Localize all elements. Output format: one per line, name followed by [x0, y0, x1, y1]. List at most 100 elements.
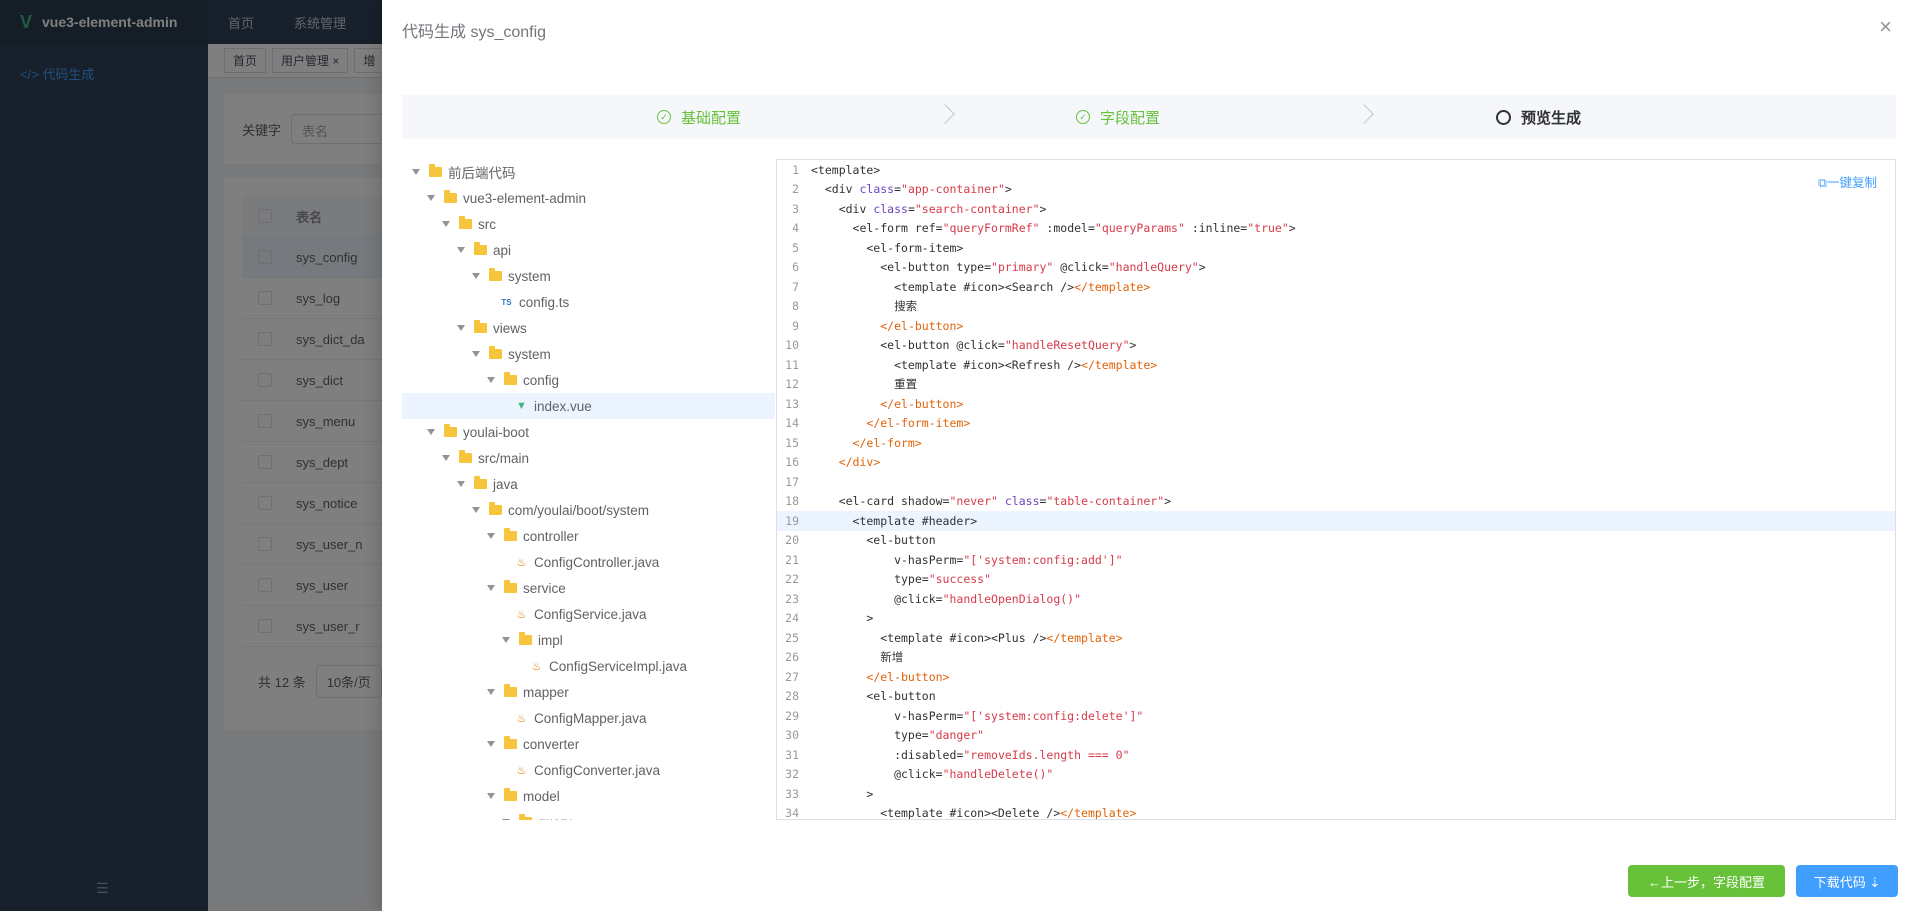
line-number: 17: [785, 474, 799, 489]
circle-icon: [1496, 109, 1511, 125]
tree-node-label: service: [523, 580, 566, 596]
prev-step-button[interactable]: ←上一步，字段配置: [1628, 865, 1785, 897]
caret-down-icon[interactable]: [472, 507, 480, 513]
chevron-right-icon: [935, 104, 955, 124]
line-number: 13: [785, 396, 799, 411]
tree-file[interactable]: ♨ConfigService.java: [402, 601, 775, 627]
code-text: </div>: [838, 455, 881, 470]
caret-down-icon[interactable]: [487, 533, 495, 539]
download-code-button[interactable]: 下载代码 ⇣: [1796, 865, 1898, 897]
line-number: 34: [785, 806, 799, 820]
line-number: 11: [785, 357, 799, 372]
code-preview: ⧉一键复制 1<template>2 <div class="app-conta…: [776, 159, 1896, 820]
java-file-icon: ♨: [516, 764, 527, 777]
folder-icon: [474, 242, 487, 255]
tree-node-label: ConfigConverter.java: [534, 762, 661, 778]
tree-folder[interactable]: model: [402, 783, 775, 809]
caret-down-icon[interactable]: [472, 351, 480, 357]
tree-folder[interactable]: query: [402, 809, 775, 820]
code-line: 22 type="success": [777, 570, 1895, 590]
code-text: <template #icon><Delete /></template>: [811, 806, 1137, 820]
code-text: type="success": [811, 572, 992, 587]
code-line: 13 </el-button>: [777, 394, 1895, 414]
tree-file[interactable]: ♨ ConfigServiceImpl.java: [402, 653, 775, 679]
code-text: 搜索: [811, 299, 918, 314]
code-line: 30 type="danger": [777, 726, 1895, 746]
code-text: <el-form-item>: [811, 240, 964, 255]
code-line: 19 <template #header>: [777, 511, 1895, 531]
code-text: <el-button: [811, 533, 936, 548]
tree-folder[interactable]: config: [402, 367, 775, 393]
tree-node-label: ConfigMapper.java: [534, 710, 647, 726]
caret-down-icon[interactable]: [487, 585, 495, 591]
code-text: <div class="search-container">: [811, 201, 1047, 216]
tree-folder[interactable]: vue3-element-admin: [402, 185, 775, 211]
tree-node-label: ConfigServiceImpl.java: [549, 658, 688, 674]
close-icon[interactable]: ×: [1879, 14, 1892, 39]
tree-folder[interactable]: youlai-boot: [402, 419, 775, 445]
folder-icon: [504, 580, 517, 593]
step-basic-config[interactable]: ✓ 基础配置: [657, 95, 741, 139]
tree-folder[interactable]: views: [402, 315, 775, 341]
caret-down-icon[interactable]: [502, 819, 510, 820]
line-number: 25: [785, 630, 799, 645]
tree-node-label: ConfigService.java: [534, 606, 647, 622]
tree-folder[interactable]: system: [402, 341, 775, 367]
tree-folder[interactable]: 前后端代码: [402, 159, 775, 185]
tree-folder[interactable]: system: [402, 263, 775, 289]
caret-down-icon[interactable]: [487, 793, 495, 799]
caret-down-icon[interactable]: [427, 429, 435, 435]
folder-icon: [519, 632, 532, 645]
tree-file[interactable]: ▼index.vue: [402, 393, 775, 419]
tree-node-label: system: [508, 346, 551, 362]
folder-icon: [489, 268, 502, 281]
tree-folder[interactable]: com/youlai/boot/system: [402, 497, 775, 523]
tree-folder[interactable]: service: [402, 575, 775, 601]
step-preview-generate[interactable]: 预览生成: [1496, 95, 1581, 139]
tree-folder[interactable]: java: [402, 471, 775, 497]
tree-folder[interactable]: src: [402, 211, 775, 237]
code-text: <el-button @click="handleResetQuery">: [811, 338, 1137, 353]
code-text: 重置: [811, 377, 918, 392]
line-number: 6: [792, 260, 799, 275]
caret-down-icon[interactable]: [472, 273, 480, 279]
java-file-icon: ♨: [531, 660, 542, 673]
tree-folder[interactable]: api: [402, 237, 775, 263]
tree-node-label: controller: [523, 528, 579, 544]
caret-down-icon[interactable]: [502, 637, 510, 643]
caret-down-icon[interactable]: [412, 169, 420, 175]
caret-down-icon[interactable]: [487, 741, 495, 747]
copy-button[interactable]: ⧉一键复制: [1818, 172, 1877, 191]
tree-file[interactable]: ♨ConfigMapper.java: [402, 705, 775, 731]
tree-folder[interactable]: controller: [402, 523, 775, 549]
tree-node-label: index.vue: [534, 398, 592, 414]
tree-folder[interactable]: src/main: [402, 445, 775, 471]
code-line: 1<template>: [777, 160, 1895, 180]
tree-folder[interactable]: mapper: [402, 679, 775, 705]
code-line: 28 <el-button: [777, 687, 1895, 707]
tree-folder[interactable]: impl: [402, 627, 775, 653]
code-text: @click="handleOpenDialog()": [811, 591, 1082, 606]
caret-down-icon[interactable]: [442, 455, 450, 461]
code-line: 34 <template #icon><Delete /></template>: [777, 804, 1895, 820]
caret-down-icon[interactable]: [487, 377, 495, 383]
line-number: 18: [785, 494, 799, 509]
code-line: 17: [777, 472, 1895, 492]
line-number: 33: [785, 786, 799, 801]
code-text: <template>: [811, 162, 881, 177]
tree-file[interactable]: ♨ ConfigConverter.java: [402, 757, 775, 783]
caret-down-icon[interactable]: [442, 221, 450, 227]
code-line: 27 </el-button>: [777, 667, 1895, 687]
code-text: v-hasPerm="['system:config:add']": [811, 552, 1123, 567]
tree-folder[interactable]: converter: [402, 731, 775, 757]
caret-down-icon[interactable]: [457, 247, 465, 253]
caret-down-icon[interactable]: [457, 481, 465, 487]
caret-down-icon[interactable]: [487, 689, 495, 695]
tree-file[interactable]: ♨ConfigController.java: [402, 549, 775, 575]
caret-down-icon[interactable]: [427, 195, 435, 201]
tree-node-label: config.ts: [519, 294, 570, 310]
step-field-config[interactable]: ✓ 字段配置: [1076, 95, 1160, 139]
caret-down-icon[interactable]: [457, 325, 465, 331]
chevron-right-icon: [1354, 104, 1374, 124]
